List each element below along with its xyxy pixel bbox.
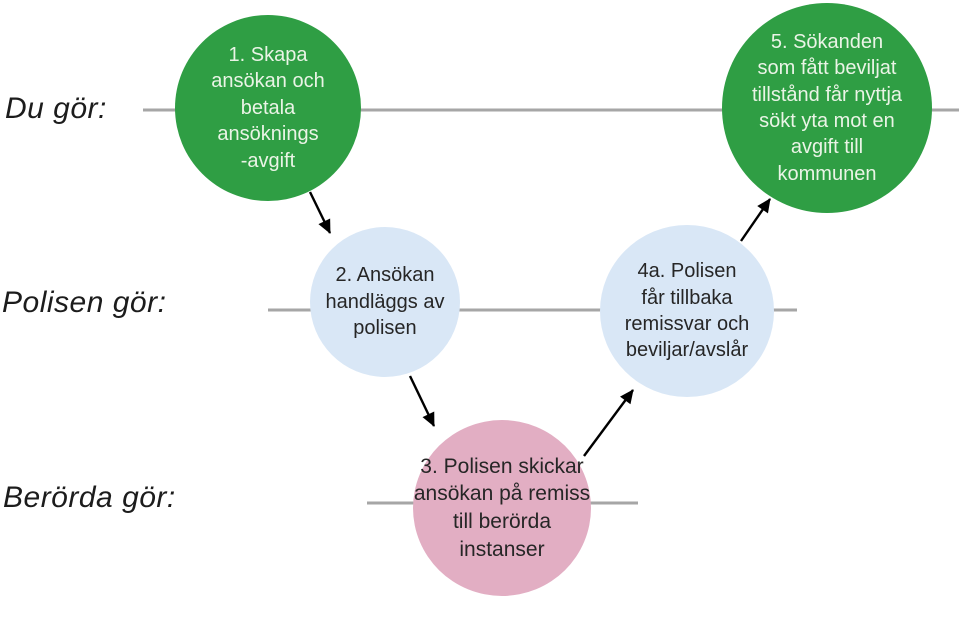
arrow-step2-to-step3 <box>408 375 436 427</box>
step-1-circle: 1. Skapa ansökan och betala ansöknings -… <box>175 15 361 201</box>
step-5-circle: 5. Sökanden som fått beviljat tillstånd … <box>722 3 932 213</box>
step-2-text: 2. Ansökan handläggs av polisen <box>325 264 445 340</box>
step-3-text: 3. Polisen skickar ansökan på remiss til… <box>413 454 591 561</box>
arrow-step4a-to-step5 <box>740 198 771 242</box>
lane-label-polisen: Polisen gör: <box>2 286 167 319</box>
step-2-circle: 2. Ansökan handläggs av polisen <box>310 227 460 377</box>
arrow-step1-to-step2 <box>308 191 332 234</box>
step-5-text: 5. Sökanden som fått beviljat tillstånd … <box>751 30 903 185</box>
arrow-step3-to-step4a <box>583 389 634 457</box>
lane-label-berorda: Berörda gör: <box>3 481 176 514</box>
step-3-circle: 3. Polisen skickar ansökan på remiss til… <box>413 420 591 596</box>
step-4a-circle: 4a. Polisen får tillbaka remissvar och b… <box>600 225 774 397</box>
step-4a-text: 4a. Polisen får tillbaka remissvar och b… <box>624 260 750 362</box>
lane-label-du: Du gör: <box>5 92 107 125</box>
step-1-text: 1. Skapa ansökan och betala ansöknings -… <box>211 44 325 172</box>
